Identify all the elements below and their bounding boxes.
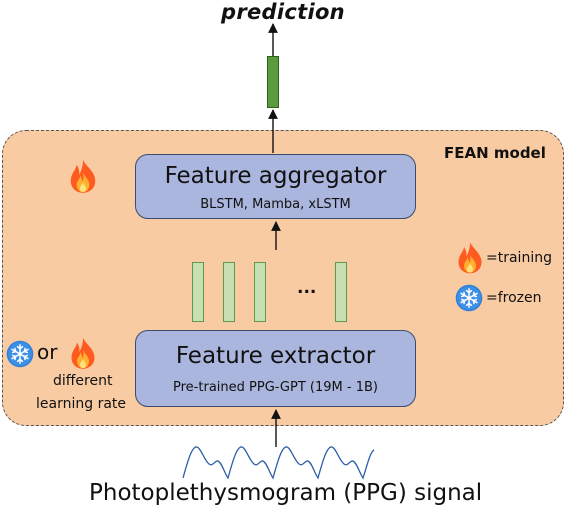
- flame-icon: [455, 241, 485, 274]
- input-signal-label: Photoplethysmogram (PPG) signal: [89, 480, 483, 506]
- prediction-output-bar: [267, 56, 279, 108]
- snowflake-icon: [6, 340, 34, 368]
- flame-icon: [68, 336, 98, 370]
- feature-vector: [192, 262, 204, 322]
- ppg-signal-waveform: [182, 446, 375, 480]
- legend-training-label: =training: [486, 250, 552, 266]
- feature-vector: [335, 262, 347, 322]
- flame-icon: [67, 158, 99, 194]
- legend-frozen-label: =frozen: [486, 290, 542, 306]
- feature-ellipsis: ...: [297, 278, 317, 298]
- aggregator-subtitle: BLSTM, Mamba, xLSTM: [200, 197, 351, 212]
- extractor-title: Feature extractor: [175, 343, 376, 369]
- snowflake-icon: [455, 284, 483, 312]
- extractor-subtitle: Pre-trained PPG-GPT (19M - 1B): [173, 380, 378, 395]
- feature-vector: [254, 262, 266, 322]
- fean-model-label: FEAN model: [444, 144, 546, 162]
- feature-extractor-block: Feature extractor Pre-trained PPG-GPT (1…: [135, 330, 416, 407]
- aggregator-title: Feature aggregator: [164, 163, 387, 189]
- or-label: or: [37, 340, 58, 364]
- learning-rate-label: learning rate: [36, 396, 127, 412]
- prediction-label: prediction: [221, 0, 345, 24]
- feature-vector: [223, 262, 235, 322]
- feature-aggregator-block: Feature aggregator BLSTM, Mamba, xLSTM: [135, 154, 416, 219]
- different-label: different: [53, 373, 113, 389]
